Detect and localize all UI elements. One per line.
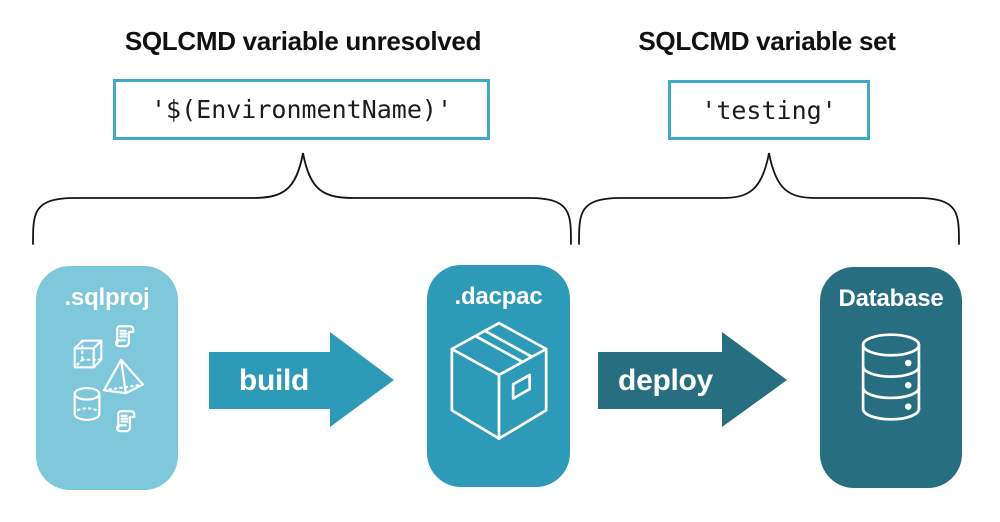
heading-set: SQLCMD variable set [638,26,896,56]
scroll-icon [113,408,139,435]
cylinder-icon [71,385,103,422]
node-database-label: Database [838,285,944,312]
left-brace [32,152,572,245]
pyramid-icon [100,356,146,396]
node-sqlproj: .sqlproj [36,266,178,490]
database-cylinder-icon [854,331,928,423]
node-dacpac: .dacpac [427,265,570,487]
package-icon [440,316,558,448]
deploy-arrow-label: deploy [618,363,713,397]
code-set-value: 'testing' [701,95,837,125]
node-database: Database [820,267,962,488]
heading-unresolved: SQLCMD variable unresolved [124,26,482,56]
codebox-set: 'testing' [668,80,870,140]
scroll-icon [112,323,138,350]
node-sqlproj-label: .sqlproj [64,284,150,311]
code-unresolved-value: '$(EnvironmentName)' [150,95,453,124]
cube-icon [69,335,107,373]
right-brace [578,152,960,245]
codebox-unresolved: '$(EnvironmentName)' [113,79,490,140]
build-arrow-label: build [238,363,310,397]
node-dacpac-label: .dacpac [454,283,543,310]
